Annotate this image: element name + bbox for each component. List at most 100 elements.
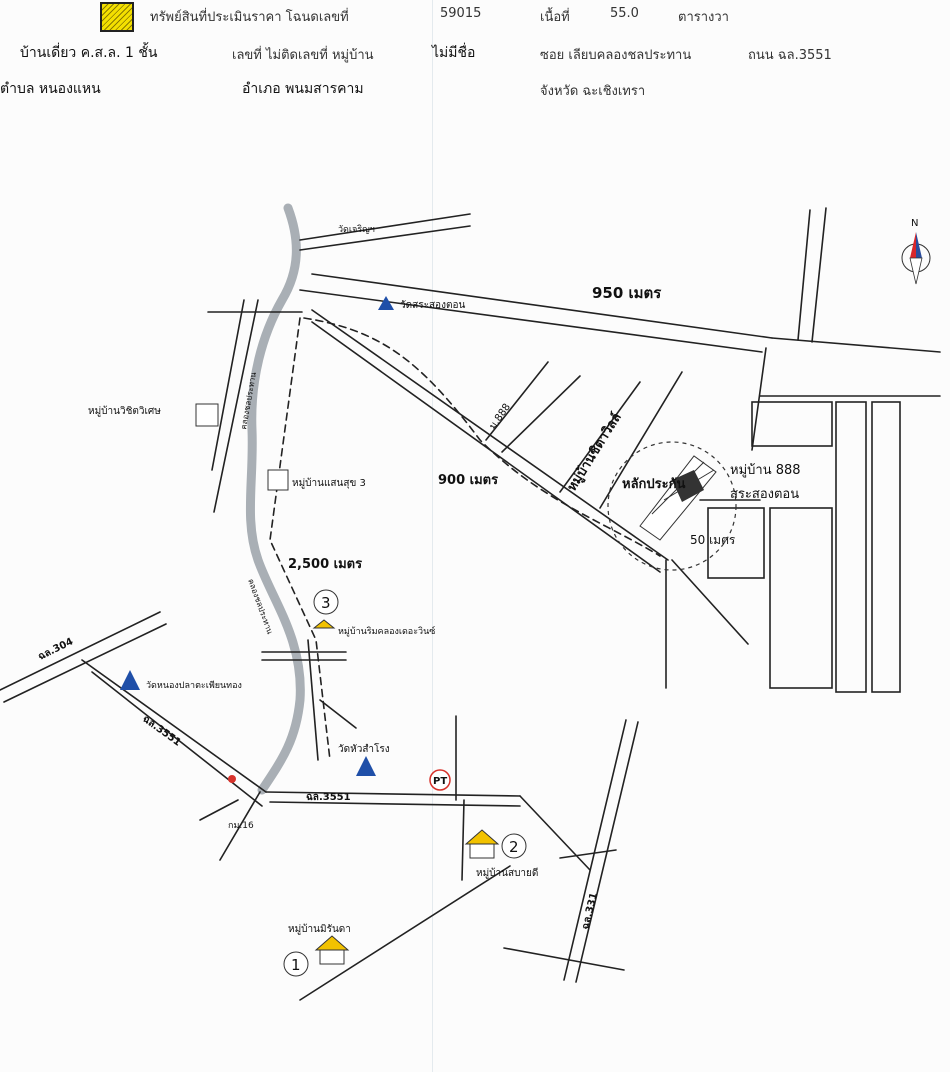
road-south-east (671, 559, 749, 645)
road-3551-east-b (269, 801, 521, 807)
province: จังหวัด ฉะเชิงเทรา (540, 84, 646, 99)
label-village-vichit: หมู่บ้านวิชิตวิเศษ (88, 405, 161, 417)
label-wat-low: วัดหัวสำโรง (338, 742, 390, 755)
soi-888 (485, 361, 549, 441)
house-icon-mirinda (314, 935, 350, 951)
label-village-888: หมู่บ้าน 888 (730, 463, 801, 478)
canal-river (245, 203, 305, 795)
road-3551-bend (519, 795, 591, 871)
road-3551-west-b (91, 671, 263, 807)
label-village-mirinda: หมู่บ้านมิรันดา (288, 923, 351, 935)
house-icon-mirinda-body (319, 949, 345, 965)
tambon: ตำบล หนองแหน (0, 81, 101, 97)
label-wat-top: วัดสระสองตอน (400, 300, 465, 311)
house-icon-vichit (195, 403, 219, 427)
numbered-markers (283, 589, 527, 977)
road-331-cross-2 (559, 849, 617, 859)
road-331 (563, 719, 627, 981)
marker-2-label: 2 (509, 838, 519, 856)
label-road-888: ม.888 (487, 402, 513, 432)
house-icon-riverside (312, 619, 336, 629)
km-marker-icon (228, 775, 236, 783)
subject-plots (639, 455, 717, 541)
marker-3-label: 3 (321, 594, 331, 612)
distance-50: 50 เมตร (690, 533, 736, 547)
label-road-top: วัดเจริญฯ (338, 224, 375, 235)
house-icon-sansuk (267, 469, 289, 491)
route-dashed-vertical (269, 317, 331, 761)
marker-1 (283, 951, 309, 977)
marker-1-label: 1 (291, 956, 301, 974)
distance-950: 950 เมตร (592, 284, 662, 302)
soi-name: ซอย เลียบคลองชลประทาน (540, 48, 692, 63)
house-number: เลขที่ ไม่ติดเลขที่ หมู่บ้าน (232, 48, 374, 63)
road-right-top (771, 337, 941, 353)
road-right-v1 (751, 347, 767, 451)
road-to-mirinda (299, 865, 511, 1001)
compass-icon (901, 232, 931, 285)
road-southwest-b (199, 799, 239, 821)
label-subject: หลักประกัน (622, 477, 685, 492)
road-right-north-b (811, 207, 827, 343)
label-village-sabaidee: หมู่บ้านสบายดี (476, 867, 538, 879)
block-1 (751, 401, 833, 447)
roads (0, 203, 941, 1001)
distance-2500: 2,500 เมตร (288, 557, 362, 572)
road-304 (0, 611, 161, 691)
subject-legend-swatch (100, 2, 134, 32)
road-southwest (219, 791, 261, 861)
compass-north-label: N (911, 218, 918, 229)
block-strip-1 (835, 401, 867, 693)
label-village-888-sub: สระสองตอน (730, 487, 799, 502)
area-value: 55.0 (610, 6, 639, 21)
gas-station-label: PT (433, 776, 447, 787)
subject-plot-filled (672, 470, 704, 502)
house-icon-sabaidee (464, 829, 500, 845)
road-left-canal (213, 299, 259, 513)
road-wat-lane (307, 639, 319, 761)
distance-900: 900 เมตร (438, 473, 498, 488)
village-house-icons (195, 403, 500, 965)
temple-icon-top (378, 296, 394, 310)
label-road-3551-west: ฉล.3551 (140, 714, 183, 749)
label-km16: กม.16 (228, 821, 254, 831)
road-right-north (797, 209, 811, 341)
soi-chittawan-b (599, 371, 683, 509)
block-strip-2 (871, 401, 901, 693)
road-900-edge (311, 321, 661, 573)
house-icon-sabaidee-body (469, 843, 495, 859)
block-2 (769, 507, 833, 689)
area-unit: ตารางวา (678, 10, 729, 25)
label-wat-mid: วัดหนองปลาตะเพียนทอง (146, 680, 242, 691)
amphoe: อำเภอ พนมสารคาม (242, 81, 364, 97)
road-wat-lane-b (319, 699, 357, 729)
deed-number: 59015 (440, 6, 482, 21)
deed-prefix: ทรัพย์สินที่ประเมินราคา โฉนดเลขที่ (150, 10, 349, 25)
road-331-cross (503, 947, 625, 971)
road-top (299, 213, 471, 241)
road-3551-east (265, 791, 521, 797)
temple-icon-low (356, 756, 376, 776)
temple-icon-mid (120, 670, 140, 690)
label-village-sansuk: หมู่บ้านแสนสุข 3 (292, 477, 366, 489)
village-name: ไม่มีชื่อ (432, 45, 476, 61)
marker-3 (313, 589, 339, 615)
gas-station-icon (429, 769, 451, 791)
soi-2 (501, 375, 581, 453)
label-road-304: ฉล.304 (36, 636, 75, 662)
road-south-sabaidee (461, 799, 465, 881)
route-dashed-diagonal (303, 317, 661, 557)
label-road-3551-east: ฉล.3551 (306, 792, 351, 803)
road-left-canal-b (211, 299, 245, 471)
road-950 (311, 273, 773, 339)
soi-chittawan (559, 381, 641, 493)
road-top-edge (299, 225, 471, 251)
label-village-riverside: หมู่บ้านริมคลองเดอะวินซ์ (338, 625, 435, 637)
subject-radius-circle (607, 441, 737, 571)
building-type: บ้านเดี่ยว ค.ส.ล. 1 ชั้น (20, 45, 158, 61)
temple-icons (120, 296, 394, 776)
marker-2 (501, 833, 527, 859)
road-950-edge (299, 289, 763, 353)
